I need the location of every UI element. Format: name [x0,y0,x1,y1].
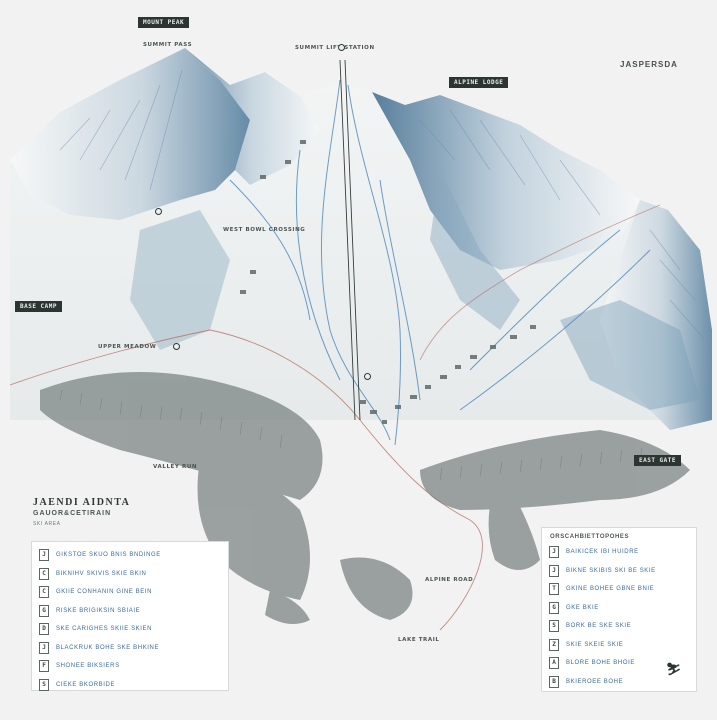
ridge-striations [59,69,706,341]
access-road [9,329,483,631]
east-couloir [560,300,700,410]
legend-icon: S [39,678,49,691]
legend-icon: C [39,567,49,580]
skier-icon: ⛷ [666,662,682,676]
central-couloir [430,170,520,330]
lift-station-icon[interactable] [155,208,162,215]
legend-icon: J [549,564,559,577]
legend-icon: F [39,660,49,673]
lift-station-icon[interactable] [173,343,180,350]
forest [40,372,690,624]
base-tag[interactable]: BASE CAMP [15,301,63,312]
lift-station-icon[interactable] [364,373,371,380]
lodge-tag[interactable]: ALPINE LODGE [449,77,509,88]
village [240,140,536,424]
meadow-label: UPPER MEADOW [98,344,157,350]
upper-road [419,204,661,361]
legend-icon: G [39,604,49,617]
map-title: JAENDI AIDNTA [33,497,131,508]
lake-label: LAKE TRAIL [398,637,440,643]
tree-texture [59,389,643,481]
lift-lines [339,59,361,421]
west-couloir [130,210,230,350]
legend-icon: Z [549,638,559,651]
map-subtitle: GAUOR&CETIRAIN [33,510,112,517]
piste-network [229,79,651,446]
left-ridge-shadow [185,48,320,185]
map-caption: SKI AREA [33,521,61,527]
east-tag[interactable]: EAST GATE [634,455,682,466]
east-ridge [600,200,712,430]
brand-label: JASPERSDA [620,60,678,69]
west-slope-label: WEST BOWL CROSSING [223,227,306,233]
legend-icon: T [549,583,559,596]
peak-label: SUMMIT PASS [143,42,193,48]
left-massif [10,48,250,220]
legend-icon: A [549,657,559,670]
legend-icon: G [549,601,559,614]
legend-icon: D [39,623,49,636]
valley-label: VALLEY RUN [153,464,198,470]
right-massif [372,92,640,270]
legend-icon: B [549,675,559,688]
road-label: ALPINE ROAD [425,577,474,583]
summit-label: SUMMIT LIFT STATION [295,45,375,51]
legend-icon: J [549,546,559,559]
legend-icon: J [39,641,49,654]
legend-icon: J [39,549,49,562]
peak-tag[interactable]: MOUNT PEAK [138,17,190,28]
legend-header: ORSCAHBIETTOPOHES [550,534,630,540]
legend-icon: S [549,620,559,633]
summit-pin-icon[interactable] [338,44,345,51]
legend-icon: C [39,586,49,599]
